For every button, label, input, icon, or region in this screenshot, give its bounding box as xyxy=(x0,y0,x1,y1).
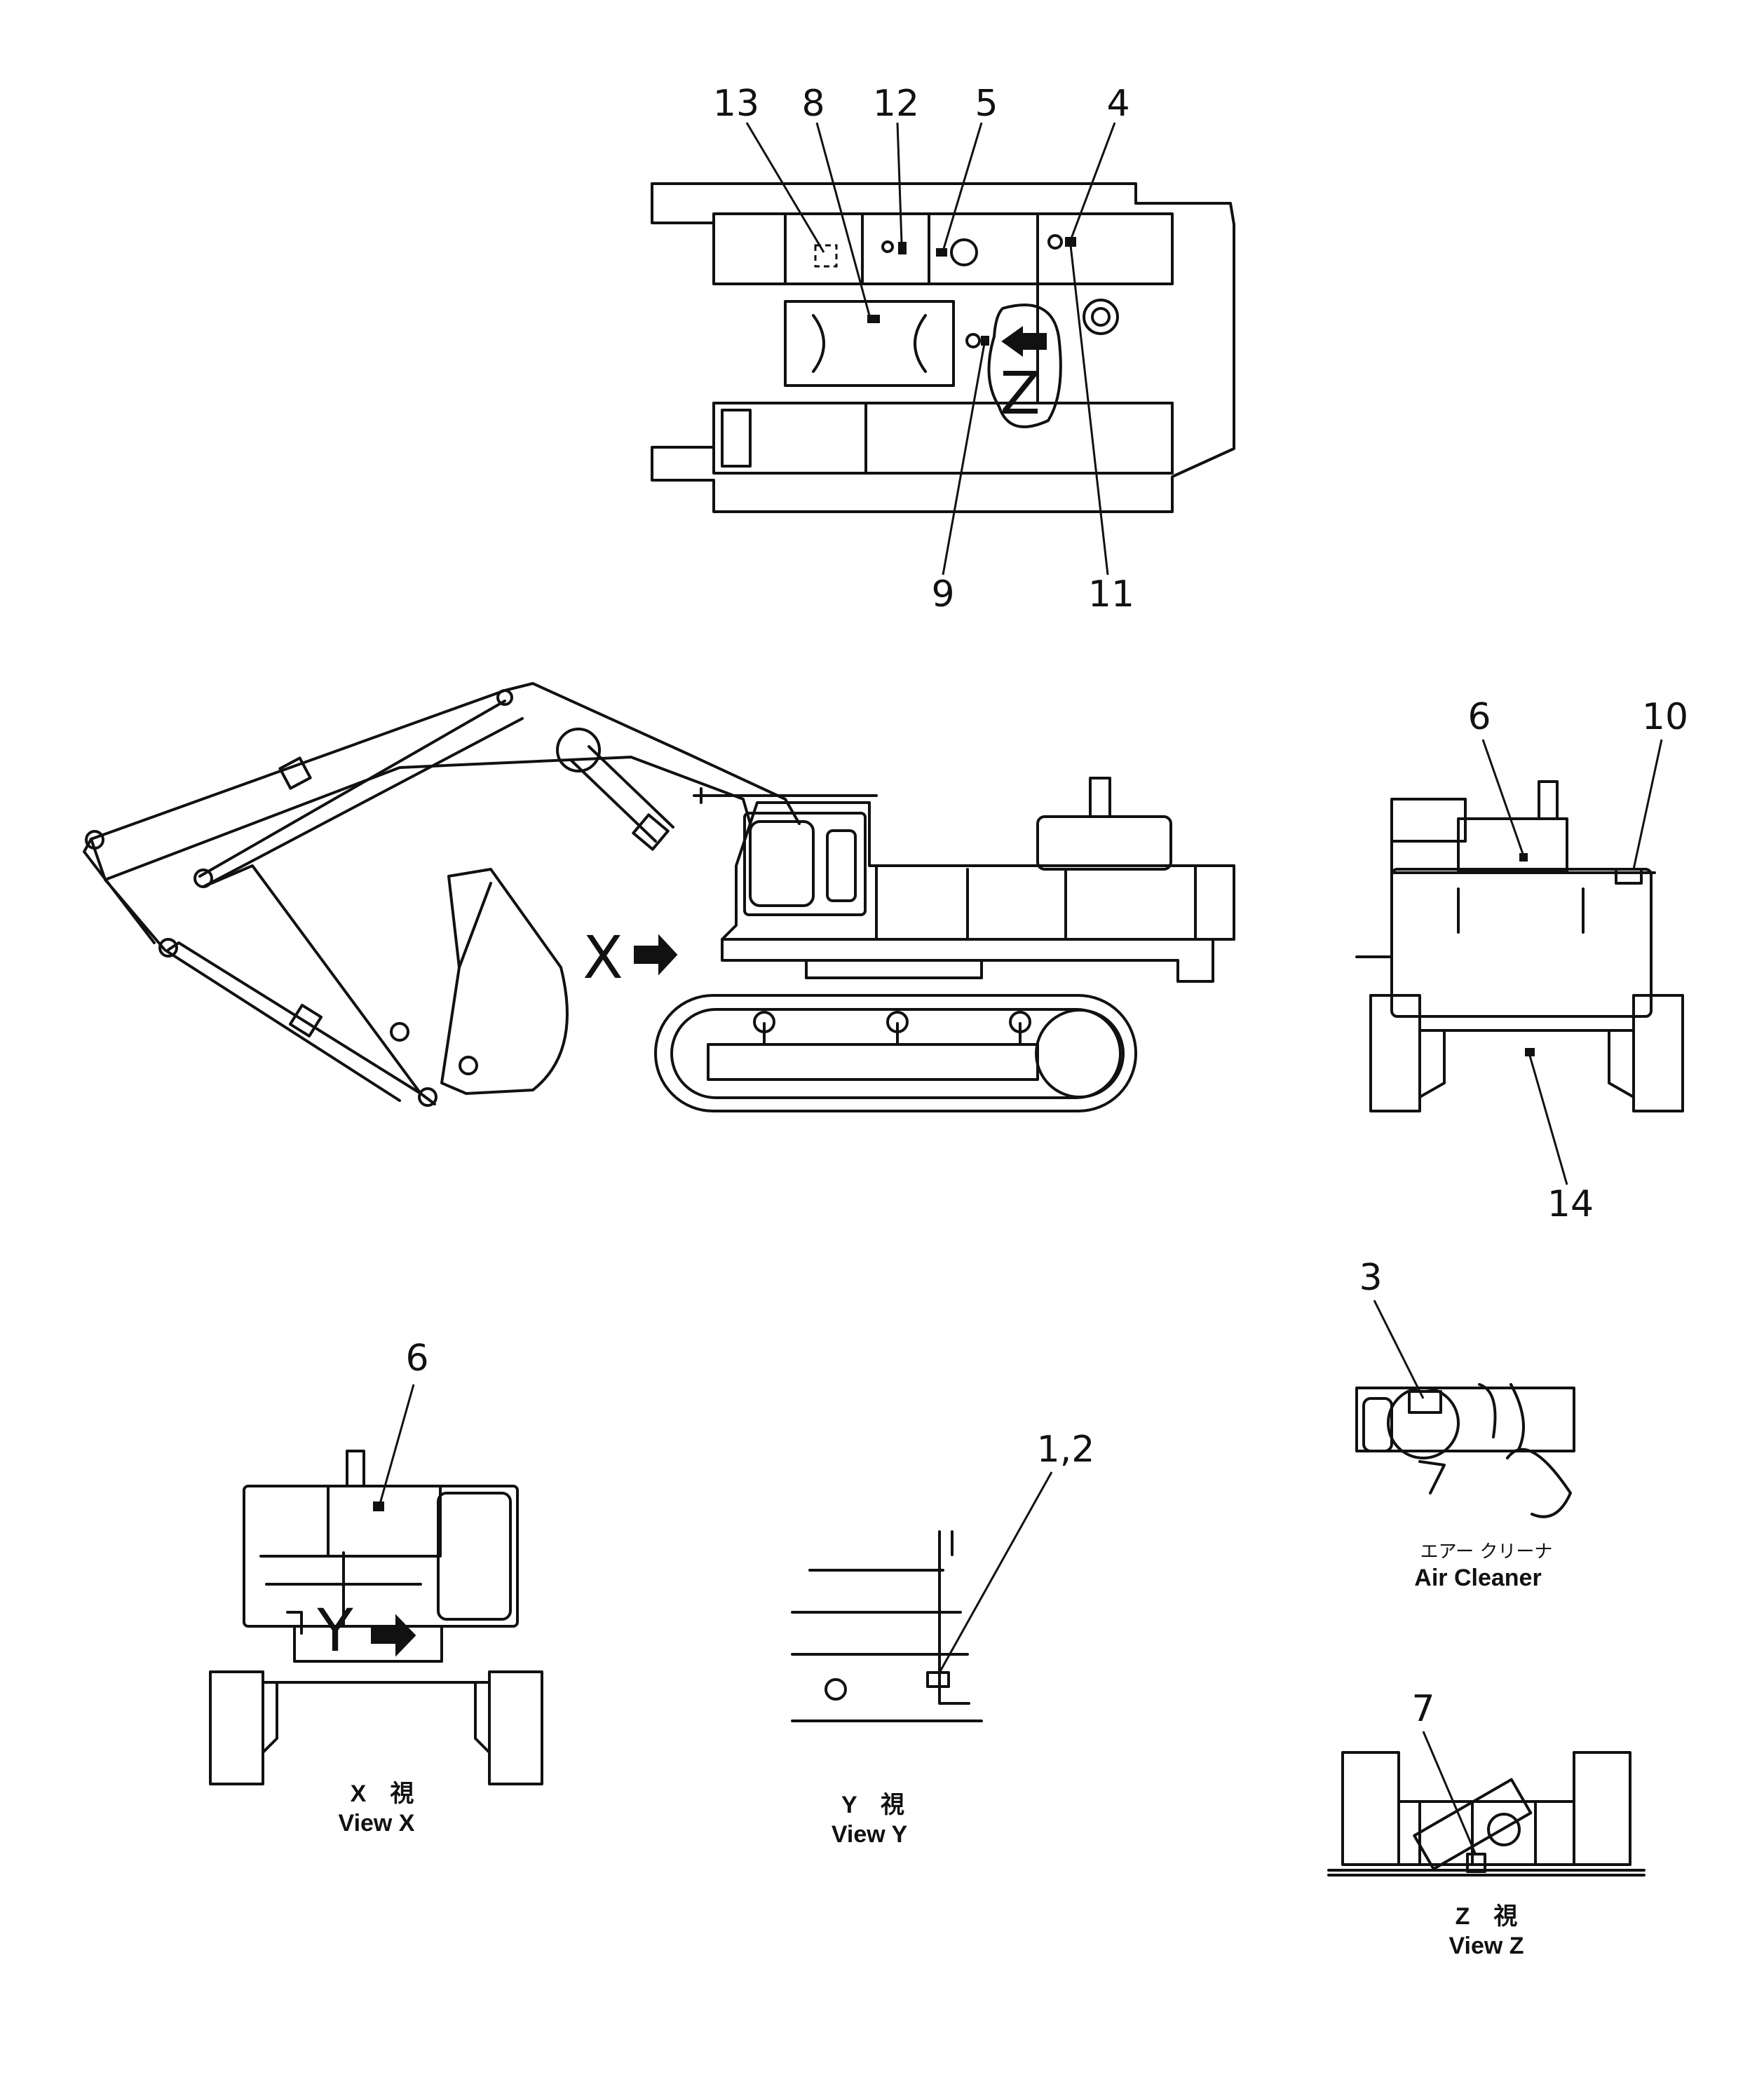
caption-view-x: View X xyxy=(339,1810,415,1837)
callout-11: 11 xyxy=(1088,573,1134,615)
arrow-right-icon-2 xyxy=(371,1614,416,1657)
view-z: 7 Z 視 View Z xyxy=(1327,1688,1646,1959)
x-view-marker: X xyxy=(583,923,623,992)
caption-view-z-jp: Z 視 xyxy=(1456,1903,1518,1930)
callout-12: 12 xyxy=(873,83,919,125)
caption-air-cleaner: Air Cleaner xyxy=(1414,1565,1541,1591)
callout-4: 4 xyxy=(1106,83,1129,125)
callout-7: 7 xyxy=(1411,1688,1434,1730)
caption-view-y: View Y xyxy=(832,1821,908,1848)
callout-8: 8 xyxy=(801,83,825,125)
callout-14: 14 xyxy=(1547,1183,1594,1225)
rear-view: 6 10 14 xyxy=(1355,696,1688,1225)
callout-9: 9 xyxy=(931,573,954,615)
callout-1-2: 1,2 xyxy=(1037,1429,1095,1471)
callout-5: 5 xyxy=(975,83,998,125)
caption-view-x-jp: X 視 xyxy=(351,1780,414,1807)
y-view-marker: Y xyxy=(316,1596,353,1665)
callout-13: 13 xyxy=(713,83,759,125)
view-x: Y 6 X 視 View X xyxy=(209,1337,543,1837)
callout-6-rear: 6 xyxy=(1467,696,1491,738)
view-y: 1,2 Y 視 View Y xyxy=(791,1429,1095,1848)
caption-air-cleaner-jp: エアー クリーナ xyxy=(1420,1541,1553,1562)
top-view: Z 13 8 12 5 4 9 11 xyxy=(651,83,1235,615)
side-view: X xyxy=(83,682,1235,1112)
air-cleaner-view: 3 エアー クリーナ Air Cleaner xyxy=(1355,1257,1575,1591)
callout-6-view-x: 6 xyxy=(405,1337,428,1380)
arrow-right-icon xyxy=(634,934,678,976)
callout-10: 10 xyxy=(1642,696,1688,738)
caption-view-y-jp: Y 視 xyxy=(841,1792,904,1818)
z-view-marker: Z xyxy=(1000,359,1040,428)
callout-3: 3 xyxy=(1359,1257,1382,1299)
caption-view-z: View Z xyxy=(1448,1933,1524,1959)
